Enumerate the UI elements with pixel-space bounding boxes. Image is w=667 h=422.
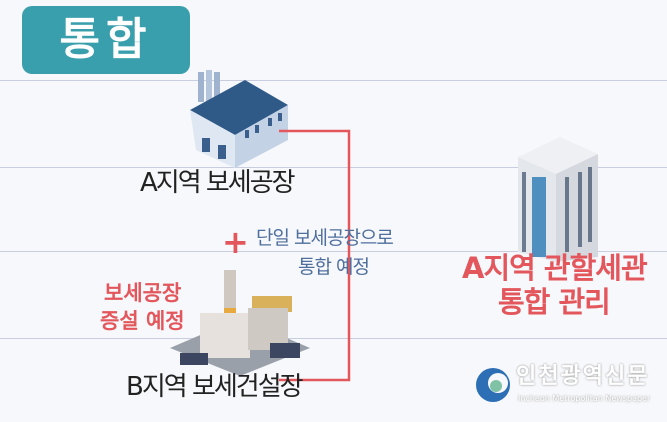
title-badge: 통합	[22, 6, 190, 74]
newspaper-logo-name: 인천광역신문	[516, 364, 650, 389]
plant-b-illustration	[170, 270, 310, 376]
newspaper-logo-icon	[476, 368, 510, 402]
factory-a-illustration	[190, 70, 288, 168]
factory-a-label: A지역 보세공장	[140, 168, 296, 198]
divider-line	[0, 167, 667, 168]
bracket-connector	[279, 129, 351, 382]
divider-line	[0, 338, 667, 339]
site-b-label: B지역 보세건설장	[126, 372, 304, 402]
note-line2: 통합 예정	[298, 256, 370, 278]
newspaper-logo-subtitle: Incheon Metropolitan Newspaper	[518, 394, 651, 403]
customs-line1: A지역 관할세관	[462, 251, 648, 285]
customs-line2: 통합 관리	[498, 285, 611, 319]
expansion-line2: 증설 예정	[100, 309, 185, 333]
note-line1: 단일 보세공장으로	[256, 227, 394, 249]
expansion-line1: 보세공장	[104, 281, 182, 305]
customs-building-illustration	[518, 137, 598, 262]
divider-line	[0, 251, 667, 252]
plus-icon: +	[222, 223, 249, 261]
divider-line	[0, 80, 667, 81]
